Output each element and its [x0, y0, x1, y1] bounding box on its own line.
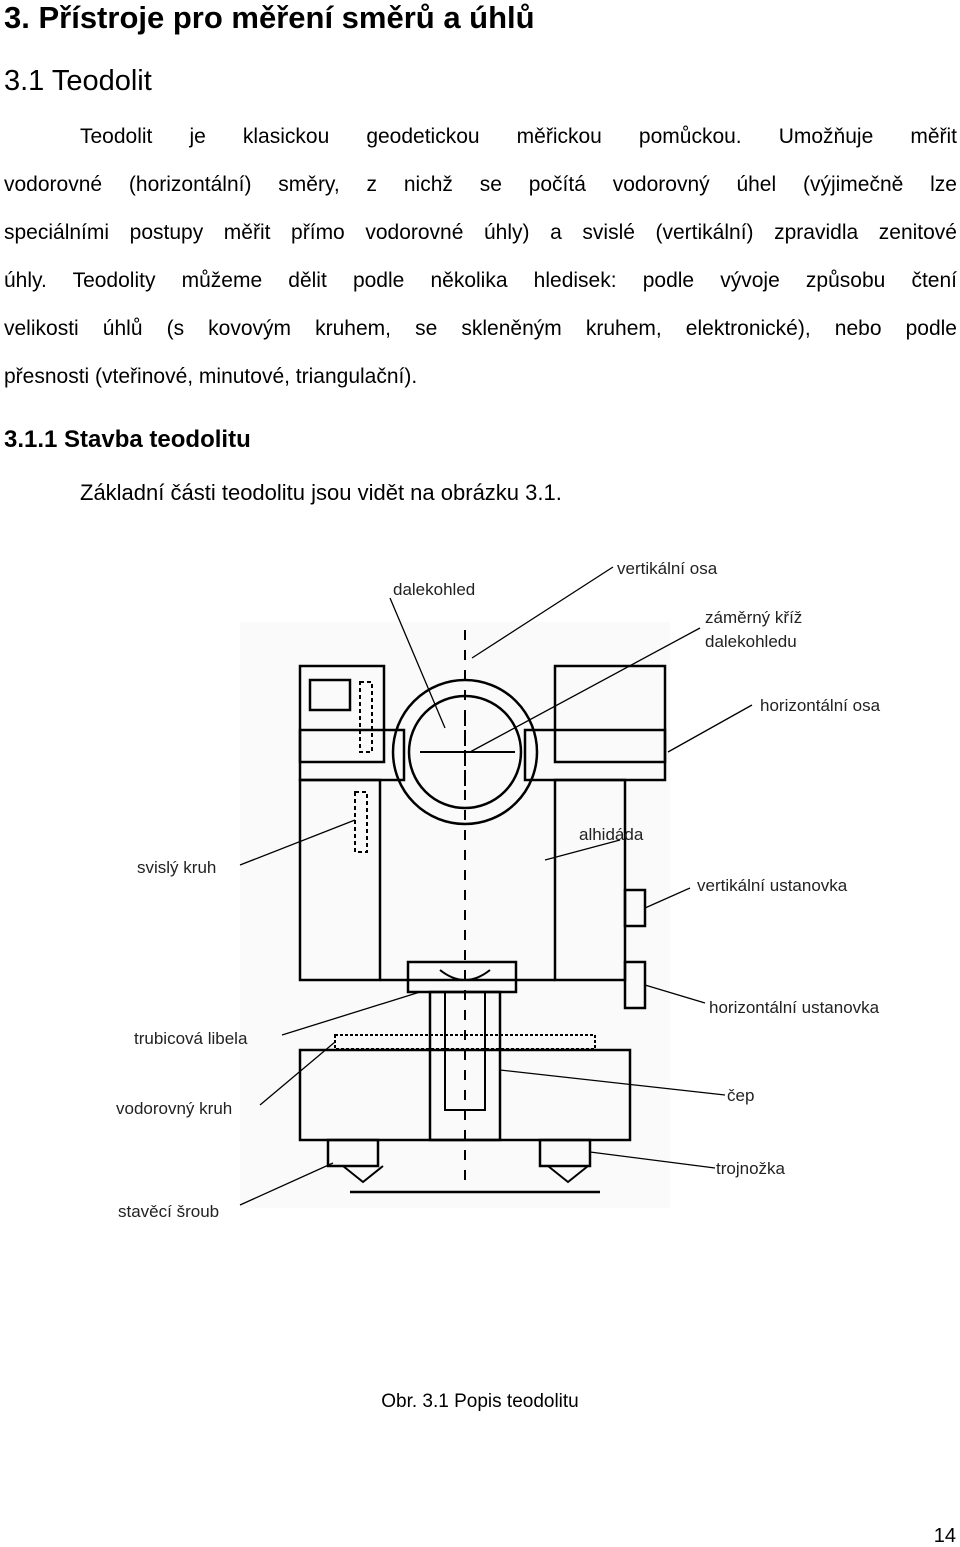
- leader-vertikalni-osa: [471, 566, 614, 659]
- pivot-outer: [428, 990, 502, 1142]
- subsection-sentence: Základní části teodolitu jsou vidět na o…: [80, 480, 562, 505]
- foot-screw-left: [326, 1138, 380, 1168]
- label-alhidada: alhidáda: [579, 825, 644, 844]
- label-horizontalni-osa: horizontální osa: [760, 696, 881, 715]
- level-bubble: [439, 969, 491, 981]
- leader-vodorovny-kruh: [259, 1041, 336, 1106]
- eyepiece-box: [308, 678, 352, 712]
- leader-horizontalni-ustanovka: [644, 984, 706, 1004]
- paragraph-line: úhly. Teodolity můžeme dělit podle někol…: [4, 269, 957, 292]
- pivot-inner: [444, 992, 486, 1111]
- figure-background: [240, 622, 670, 1208]
- right-standard-top: [553, 664, 667, 764]
- theodolite-figure: vertikální osa dalekohled záměrný kříž d…: [0, 530, 960, 1230]
- label-zamerny-kriz-1: záměrný kříž: [705, 608, 802, 627]
- left-standard: [298, 778, 382, 982]
- chapter-title: 3. Přístroje pro měření směrů a úhlů: [4, 0, 535, 35]
- paragraph-line: speciálními postupy měřit přímo vodorovn…: [4, 221, 957, 244]
- label-staveci-sroub: stavěcí šroub: [118, 1202, 219, 1221]
- paragraph-line: Teodolit je klasickou geodetickou měřick…: [80, 125, 957, 148]
- label-trojnozka: trojnožka: [716, 1159, 786, 1178]
- label-dalekohled: dalekohled: [393, 580, 475, 599]
- leader-svisly-kruh: [239, 819, 356, 866]
- vertical-circle-scale: [359, 681, 373, 753]
- paragraph-line: velikosti úhlů (s kovovým kruhem, se skl…: [4, 317, 957, 340]
- leader-alhidada: [544, 839, 621, 861]
- paragraph-line: přesnosti (vteřinové, minutové, triangul…: [4, 365, 418, 388]
- page-number: 14: [933, 1525, 956, 1547]
- theodolite-diagram: vertikální osa dalekohled záměrný kříž d…: [116, 559, 881, 1221]
- leader-trubicova-libela: [281, 991, 421, 1036]
- leader-cep: [499, 1069, 726, 1096]
- paragraph-line: vodorovné (horizontální) směry, z nichž …: [4, 173, 957, 196]
- leader-zamerny-kriz: [469, 627, 701, 753]
- label-cep: čep: [727, 1086, 754, 1105]
- label-vertikalni-osa: vertikální osa: [617, 559, 718, 578]
- label-trubicova-libela: trubicová libela: [134, 1029, 248, 1048]
- screw-tip-right: [547, 1165, 589, 1184]
- label-svisly-kruh: svislý kruh: [137, 858, 216, 877]
- figure-caption: Obr. 3.1 Popis teodolitu: [381, 1391, 579, 1412]
- foot-screw-right: [538, 1138, 592, 1168]
- label-vodorovny-kruh: vodorovný kruh: [116, 1099, 232, 1118]
- subsection-title: 3.1.1 Stavba teodolitu: [4, 426, 251, 453]
- leader-staveci-sroub: [239, 1162, 334, 1206]
- left-standard-top: [298, 664, 386, 764]
- label-vertikalni-ustanovka: vertikální ustanovka: [697, 876, 848, 895]
- leader-vertikalni-ustanovka: [644, 887, 691, 909]
- vertical-circle-lower: [354, 791, 368, 853]
- leader-trojnozka: [589, 1151, 716, 1169]
- label-horizontalni-ustanovka: horizontální ustanovka: [709, 998, 880, 1017]
- leader-dalekohled: [389, 597, 446, 729]
- screw-tip-left: [342, 1165, 384, 1184]
- right-standard: [553, 778, 627, 982]
- leader-horizontalni-osa: [667, 704, 753, 753]
- section-title: 3.1 Teodolit: [4, 65, 152, 97]
- label-zamerny-kriz-2: dalekohledu: [705, 632, 797, 651]
